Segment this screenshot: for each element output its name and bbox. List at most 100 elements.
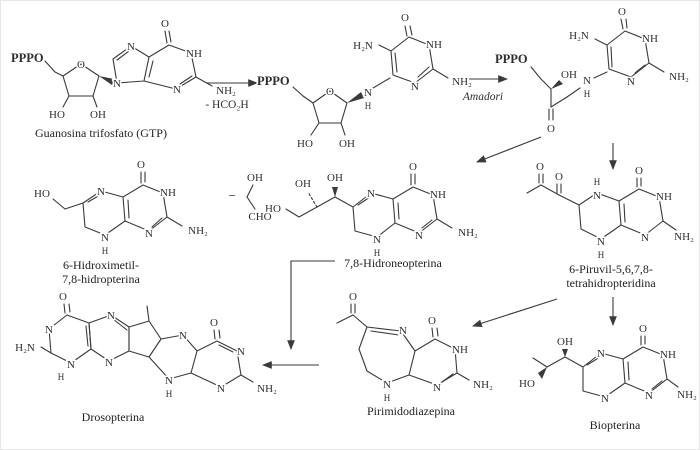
structure-piruvil-tetrahidropteridina [526,173,677,240]
atom-label: O [555,171,563,183]
atom-label: N [364,87,372,99]
atom-label: H₂N [15,342,35,354]
atom-label: N [97,186,105,198]
atom-label: O [210,317,218,329]
structure-hidroximetil-hidropterina [52,171,183,236]
atom-label: NH [452,344,468,356]
atom-label: H [374,248,381,258]
arrow-label-amadori: Amadori [462,91,503,103]
atom-label: O [349,291,357,303]
atom-label: O [635,165,643,177]
label-hidroximetil-line2: 7,8-hidropterina [62,272,140,286]
atom-label: OH [327,172,343,184]
atom-label: − [228,188,236,203]
structure-amadori-product [530,18,665,121]
atom-label: O [77,59,85,71]
atom-label: H [598,250,605,260]
atom-label: N [641,232,649,244]
structure-pyrimidine-intermediate [292,25,449,136]
arrow-hidroneopterina-down [287,260,335,351]
atom-label: NH [660,349,676,361]
atom-label: NH₂ [188,225,208,237]
atom-label: HO [49,109,65,121]
atom-label: NH [160,187,176,199]
arrow-to-pirimidodiazepina [471,298,558,327]
label-biopterina: Biopterina [590,418,641,432]
label-hidroximetil-line1: 6-Hidroximetil- [63,258,139,272]
atom-label: HO [34,188,50,200]
atom-label: N [399,325,407,337]
atom-label: N [597,348,605,360]
atom-label: NH₂ [669,71,689,83]
atom-label: PPPO [11,51,44,65]
atom-label: NH [656,191,672,203]
atom-label: H [384,393,391,403]
label-piruvil-line1: 6-Piruvil-5,6,7,8- [569,262,653,276]
atom-label: N [367,188,375,200]
atom-label: O [536,161,544,173]
atom-label: N [107,310,115,322]
atom-label: N [67,359,75,371]
label-hidroneopterina: 7,8-Hidroneopterina [344,256,442,270]
structure-biopterina [532,335,679,398]
atom-label: H [102,246,109,256]
atom-label: N [217,383,225,395]
atom-label: NH₂ [674,231,694,243]
atom-label: N [145,228,153,240]
structure-drosopterina [40,303,254,388]
arrow-label-formic-acid-loss: - HCO₂H [205,99,248,111]
atom-label: CHO [248,211,271,223]
atom-label: N [165,375,173,387]
reaction-arrows [206,75,617,369]
atom-label: N [597,236,605,248]
atom-label: N [383,379,391,391]
structure-gtp [44,30,213,108]
atom-label: H [166,389,173,399]
atom-label: N [627,76,635,88]
atom-label: HO [297,138,313,150]
atom-label: NH₂ [473,379,493,391]
atom-label: O [428,315,436,327]
atom-label: N [101,232,109,244]
structure-hidroneopterina [285,173,453,238]
atom-label: H [58,372,65,382]
atom-label: N [645,390,653,402]
atom-label: H₂N [569,30,589,42]
atom-label: N [433,382,441,394]
atom-label: N [593,190,601,202]
atom-label: NH [186,48,202,60]
atom-label: H₂N [353,40,373,52]
atom-label: NH [642,33,658,45]
atom-label: N [127,41,135,53]
label-gtp: Guanosina trifosfato (GTP) [35,126,167,140]
atom-label: N [415,230,423,242]
atom-label: HO [265,203,281,215]
atom-label: OH [557,336,573,348]
arrow-to-hidroneopterina [475,136,542,163]
atom-label: N [411,81,419,93]
atom-label: PPPO [495,52,528,66]
atom-label: O [137,159,145,171]
atom-label: PPPO [257,74,290,88]
atom-label: NH₂ [677,389,697,401]
atom-label: NH₂ [216,85,236,97]
atom-label: NH [430,189,446,201]
atom-label: OH [90,109,106,121]
atom-label: H [584,89,591,99]
atom-label: N [113,78,121,90]
atom-label: OH [339,138,355,150]
atom-label: O [409,161,417,173]
atom-label: OH [295,178,311,190]
atom-label: N [583,75,591,87]
structure-glycolaldehyde-fragment [246,184,256,210]
atom-label: OH [561,69,577,81]
atom-label: NH₂ [452,76,472,88]
atom-label: N [373,234,381,246]
atom-label: OH [247,172,263,184]
atom-label: H [594,177,601,187]
atom-label: N [105,357,113,369]
atom-label: NH₂ [458,227,478,239]
atom-label: N [173,84,181,96]
